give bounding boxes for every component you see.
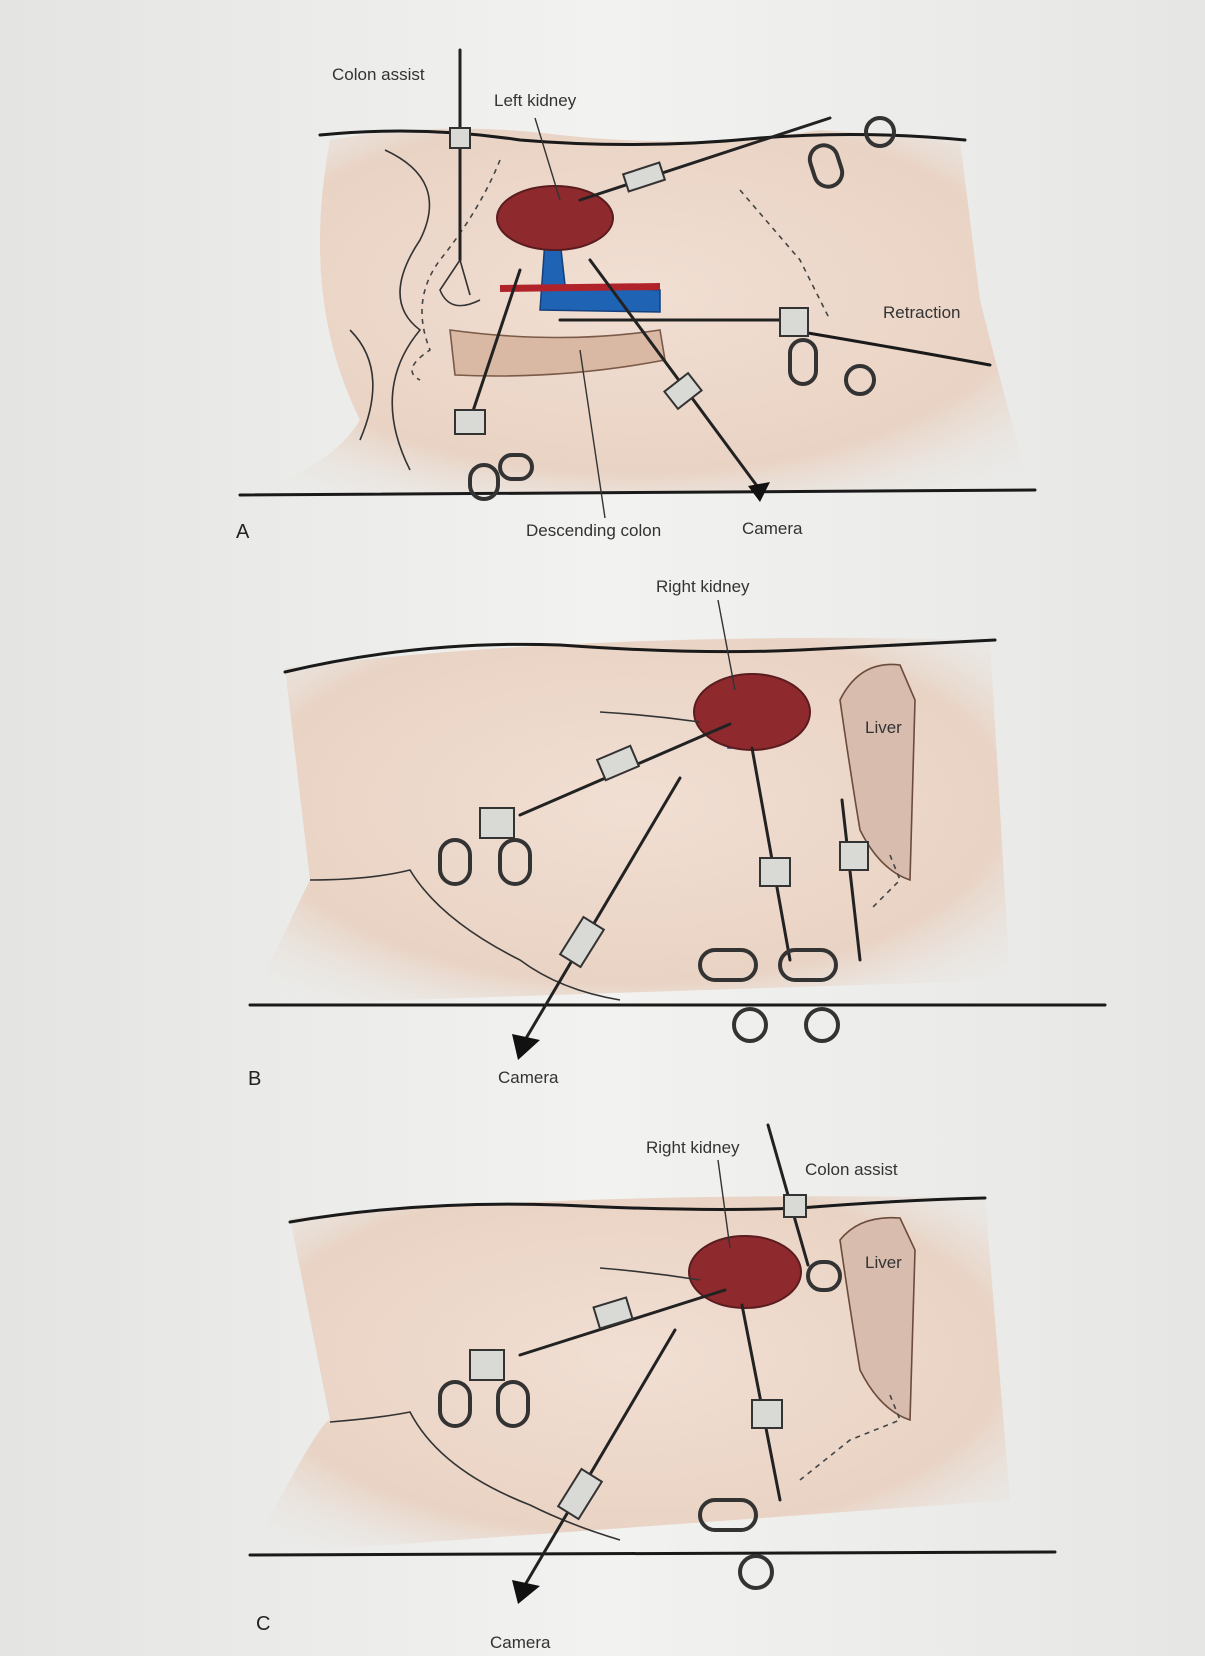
panel-c-left-instrument-hub bbox=[470, 1350, 504, 1380]
colon-assist-hub-c bbox=[784, 1195, 806, 1217]
liver-label-c: Liver bbox=[865, 1253, 902, 1272]
panel-a-left-instrument-hub bbox=[455, 410, 485, 434]
right-kidney-label-b: Right kidney bbox=[656, 577, 750, 596]
panel-b-middle-trocar bbox=[760, 858, 790, 886]
retraction-hub bbox=[780, 308, 808, 336]
panel-a-letter: A bbox=[236, 521, 250, 543]
colon-assist-label-c: Colon assist bbox=[805, 1160, 898, 1179]
panel-c-right-trocar bbox=[752, 1400, 782, 1428]
left-kidney-label: Left kidney bbox=[494, 91, 577, 110]
right-kidney-label-c: Right kidney bbox=[646, 1138, 740, 1157]
panel-b-letter: B bbox=[248, 1068, 261, 1090]
camera-label-b: Camera bbox=[498, 1068, 559, 1087]
panel-b-left-instrument-hub bbox=[480, 808, 514, 838]
right-kidney-b bbox=[694, 674, 810, 750]
panel-b-right-trocar bbox=[840, 842, 868, 870]
descending-colon-label: Descending colon bbox=[526, 521, 661, 540]
colon-assist-hub bbox=[450, 128, 470, 148]
camera-label-c: Camera bbox=[490, 1633, 551, 1652]
retraction-label: Retraction bbox=[883, 303, 960, 322]
camera-label-a: Camera bbox=[742, 519, 803, 538]
panel-c-letter: C bbox=[256, 1613, 270, 1635]
liver-label-b: Liver bbox=[865, 718, 902, 737]
colon-assist-label: Colon assist bbox=[332, 65, 425, 84]
